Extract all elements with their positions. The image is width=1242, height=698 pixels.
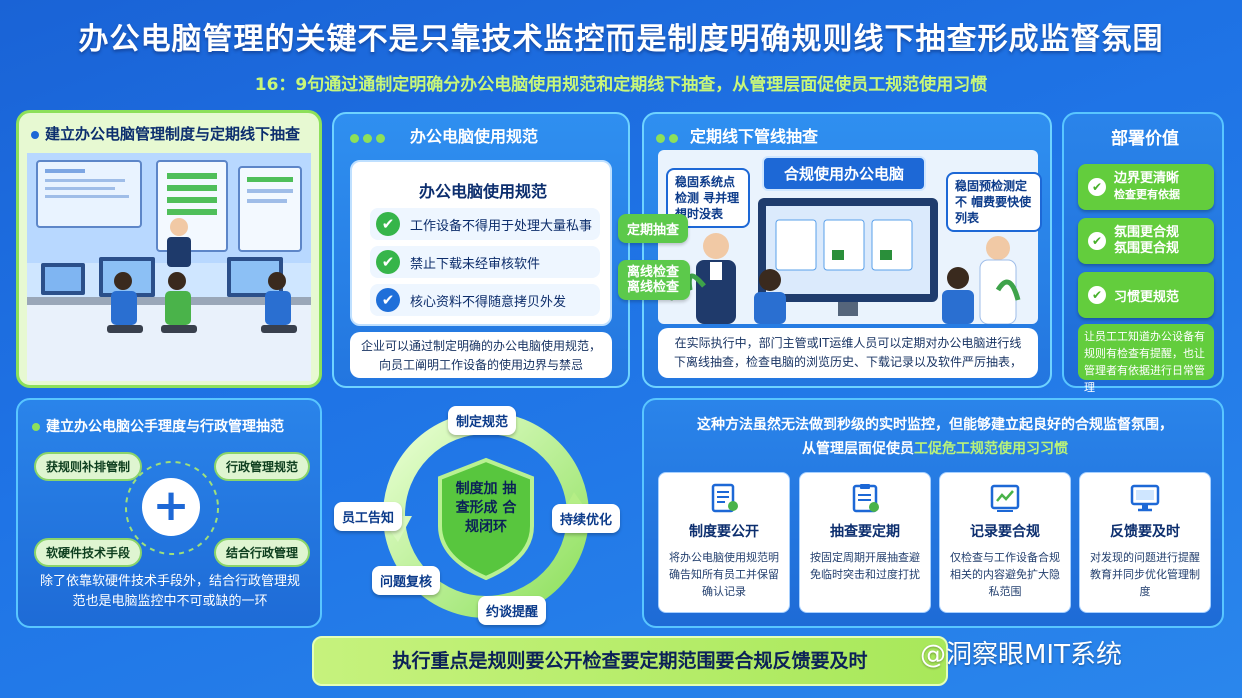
method-line1: 这种方法虽然无法做到秒级的实时监控，但能够建立起良好的合规监督氛围， [697, 417, 1173, 433]
rule-item-2: ✔ 禁止下载未经审核软件 [370, 246, 600, 278]
screen-title-badge: 合规使用办公电脑 [762, 156, 927, 191]
tag-admin-standard: 行政管理规范 [214, 452, 311, 481]
pill-periodic-check: 定期抽查 [618, 214, 689, 243]
page-subtitle: 16：9句通过通制定明确分办公电脑使用规范和定期线下抽查，从管理层面促使员工规范… [254, 75, 988, 95]
panel-rules-heading: 办公电脑使用规范 [410, 127, 539, 146]
inspection-illustration [658, 150, 1038, 324]
cycle-step-review: 问题复核 [372, 566, 441, 595]
page-title: 办公电脑管理的关键不是只靠技术监控而是制度明确规则线下抽查形成监督氛围 [78, 22, 1164, 57]
clipboard-icon [852, 484, 879, 513]
cycle-step-define: 制定规范 [448, 406, 517, 435]
panel-admin-heading-text: 建立办公电脑公手理度与行政管理抽范 [46, 419, 284, 435]
connector-ring [125, 461, 219, 555]
check-icon: ✔ [1088, 178, 1106, 196]
feature-desc: 对发现的问题进行提醒教育并同步优化管理制度 [1090, 551, 1200, 598]
panel-admin-management: 建立办公电脑公手理度与行政管理抽范 获规则补排管制 行政管理规范 软硬件技术手段… [16, 398, 322, 628]
rules-card-title: 办公电脑使用规范 [418, 182, 547, 201]
method-line2-white: 从管理层面促使员 [802, 441, 914, 457]
inspection-description: 在实际执行中，部门主管或IT运维人员可以定期对办公电脑进行线下离线抽查，检查电脑… [658, 328, 1038, 378]
feature-title: 制度要公开 [689, 524, 759, 540]
check-icon: ✔ [376, 288, 400, 312]
cycle-step-notify: 员工告知 [334, 502, 403, 531]
panel-bullet-dot [31, 131, 39, 139]
value-line2: 检查更有依据 [1114, 188, 1180, 201]
value-line2: 氛围更合规 [1114, 241, 1180, 256]
admin-description: 除了依靠软硬件技术手段外，结合行政管理规范也是电脑监控中不可或缺的一环 [40, 574, 301, 609]
rule-item-text: 工作设备不得用于处理大量私事 [410, 218, 593, 234]
watermark: @洞察眼MIT系统 [920, 640, 1122, 670]
feature-card-feedback: 反馈要及时 对发现的问题进行提醒教育并同步优化管理制度 [1079, 472, 1211, 613]
method-line2-green: 工促危工规范使用习习惯 [914, 441, 1068, 457]
value-item-3: ✔ 习惯更规范 [1078, 272, 1214, 318]
callout-right: 稳固预检测定不 帽费要快使列表 [946, 172, 1042, 232]
check-icon: ✔ [1088, 286, 1106, 304]
feature-desc: 将办公电脑使用规范明确告知所有员工并保留确认记录 [669, 551, 779, 598]
tag-rules-control: 获规则补排管制 [34, 452, 143, 481]
panel-usage-rules: 办公电脑使用规范 办公电脑使用规范 ✔ 工作设备不得用于处理大量私事 ✔ 禁止下载未… [332, 112, 630, 388]
value-line1: 边界更清晰 [1114, 171, 1180, 186]
tag-combine-admin: 结合行政管理 [214, 538, 311, 567]
value-item-2: ✔ 氛围更合规氛围更合规 [1078, 218, 1214, 264]
chart-icon [990, 484, 1020, 512]
rules-card: 办公电脑使用规范 ✔ 工作设备不得用于处理大量私事 ✔ 禁止下载未经审核软件 ✔ 核心… [350, 160, 612, 326]
rule-item-text: 核心资料不得随意拷贝外发 [410, 294, 567, 310]
panel-establish-system: 建立办公电脑管理制度与定期线下抽查 [16, 110, 322, 388]
panel-value-heading: 部署价值 [1111, 129, 1179, 149]
cycle-center-text: 制度加 抽查形成 合规闭环 [455, 481, 517, 535]
feature-desc: 按固定周期开展抽查避免临时突击和过度打扰 [810, 551, 920, 581]
feature-card-compliance: 记录要合规 仅检查与工作设备合规相关的内容避免扩大隐私范围 [939, 472, 1071, 613]
check-icon: ✔ [376, 212, 400, 236]
panel-establish-heading: 建立办公电脑管理制度与定期线下抽查 [31, 123, 300, 144]
feature-title: 抽查要定期 [830, 524, 900, 540]
check-icon: ✔ [376, 250, 400, 274]
office-illustration [27, 153, 311, 381]
rule-item-3: ✔ 核心资料不得随意拷贝外发 [370, 284, 600, 316]
rule-item-1: ✔ 工作设备不得用于处理大量私事 [370, 208, 600, 240]
method-line2: 从管理层面促使员工促危工规范使用习习惯 [644, 438, 1226, 458]
rule-item-text: 禁止下载未经审核软件 [410, 256, 541, 272]
rules-description: 企业可以通过制定明确的办公电脑使用规范，向员工阐明工作设备的使用边界与禁忌 [350, 332, 612, 378]
panel-bullet-dot [32, 423, 40, 431]
panel-establish-heading-text: 建立办公电脑管理制度与定期线下抽查 [45, 125, 301, 143]
feature-card-public: 制度要公开 将办公电脑使用规范明确告知所有员工并保留确认记录 [658, 472, 790, 613]
check-icon: ✔ [1088, 232, 1106, 250]
panel-dots [656, 128, 682, 147]
value-note: 让员工工知道办公设备有规则有检查有提醒，也让管理者有依据进行日常管理 [1078, 324, 1214, 394]
cycle-step-interview: 约谈提醒 [478, 596, 547, 625]
value-line1: 习惯更规范 [1114, 289, 1180, 305]
feature-desc: 仅检查与工作设备合规相关的内容避免扩大隐私范围 [950, 551, 1060, 598]
panel-admin-heading: 建立办公电脑公手理度与行政管理抽范 [32, 416, 284, 436]
panel-offline-inspection: 定期线下管线抽查 合规使用办公电脑 稳固系统点检测 寻并理想时没表 稳固预检测定… [618, 112, 1052, 388]
tag-tech-means: 软硬件技术手段 [34, 538, 143, 567]
panel-dots [350, 128, 389, 147]
bottom-banner: 执行重点是规则要公开检查要定期范围要合规反馈要及时 [312, 636, 948, 686]
plus-icon: + [142, 478, 200, 536]
monitor-icon [1130, 484, 1160, 512]
panel-deployment-value: 部署价值 ✔ 边界更清晰检查更有依据 ✔ 氛围更合规氛围更合规 ✔ 习惯更规范 让员工… [1062, 112, 1224, 394]
feature-title: 反馈要及时 [1110, 524, 1180, 540]
plus-symbol: + [152, 480, 190, 531]
pill-offline-check: 离线检查 离线检查 [618, 260, 690, 300]
value-line1: 氛围更合规 [1114, 225, 1180, 240]
cycle-step-optimize: 持续优化 [552, 504, 621, 533]
feature-title: 记录要合规 [970, 524, 1040, 540]
panel-inspection-heading: 定期线下管线抽查 [690, 127, 819, 146]
value-item-1: ✔ 边界更清晰检查更有依据 [1078, 164, 1214, 210]
feature-card-periodic: 抽查要定期 按固定周期开展抽查避免临时突击和过度打扰 [799, 472, 931, 613]
document-icon [711, 483, 738, 513]
